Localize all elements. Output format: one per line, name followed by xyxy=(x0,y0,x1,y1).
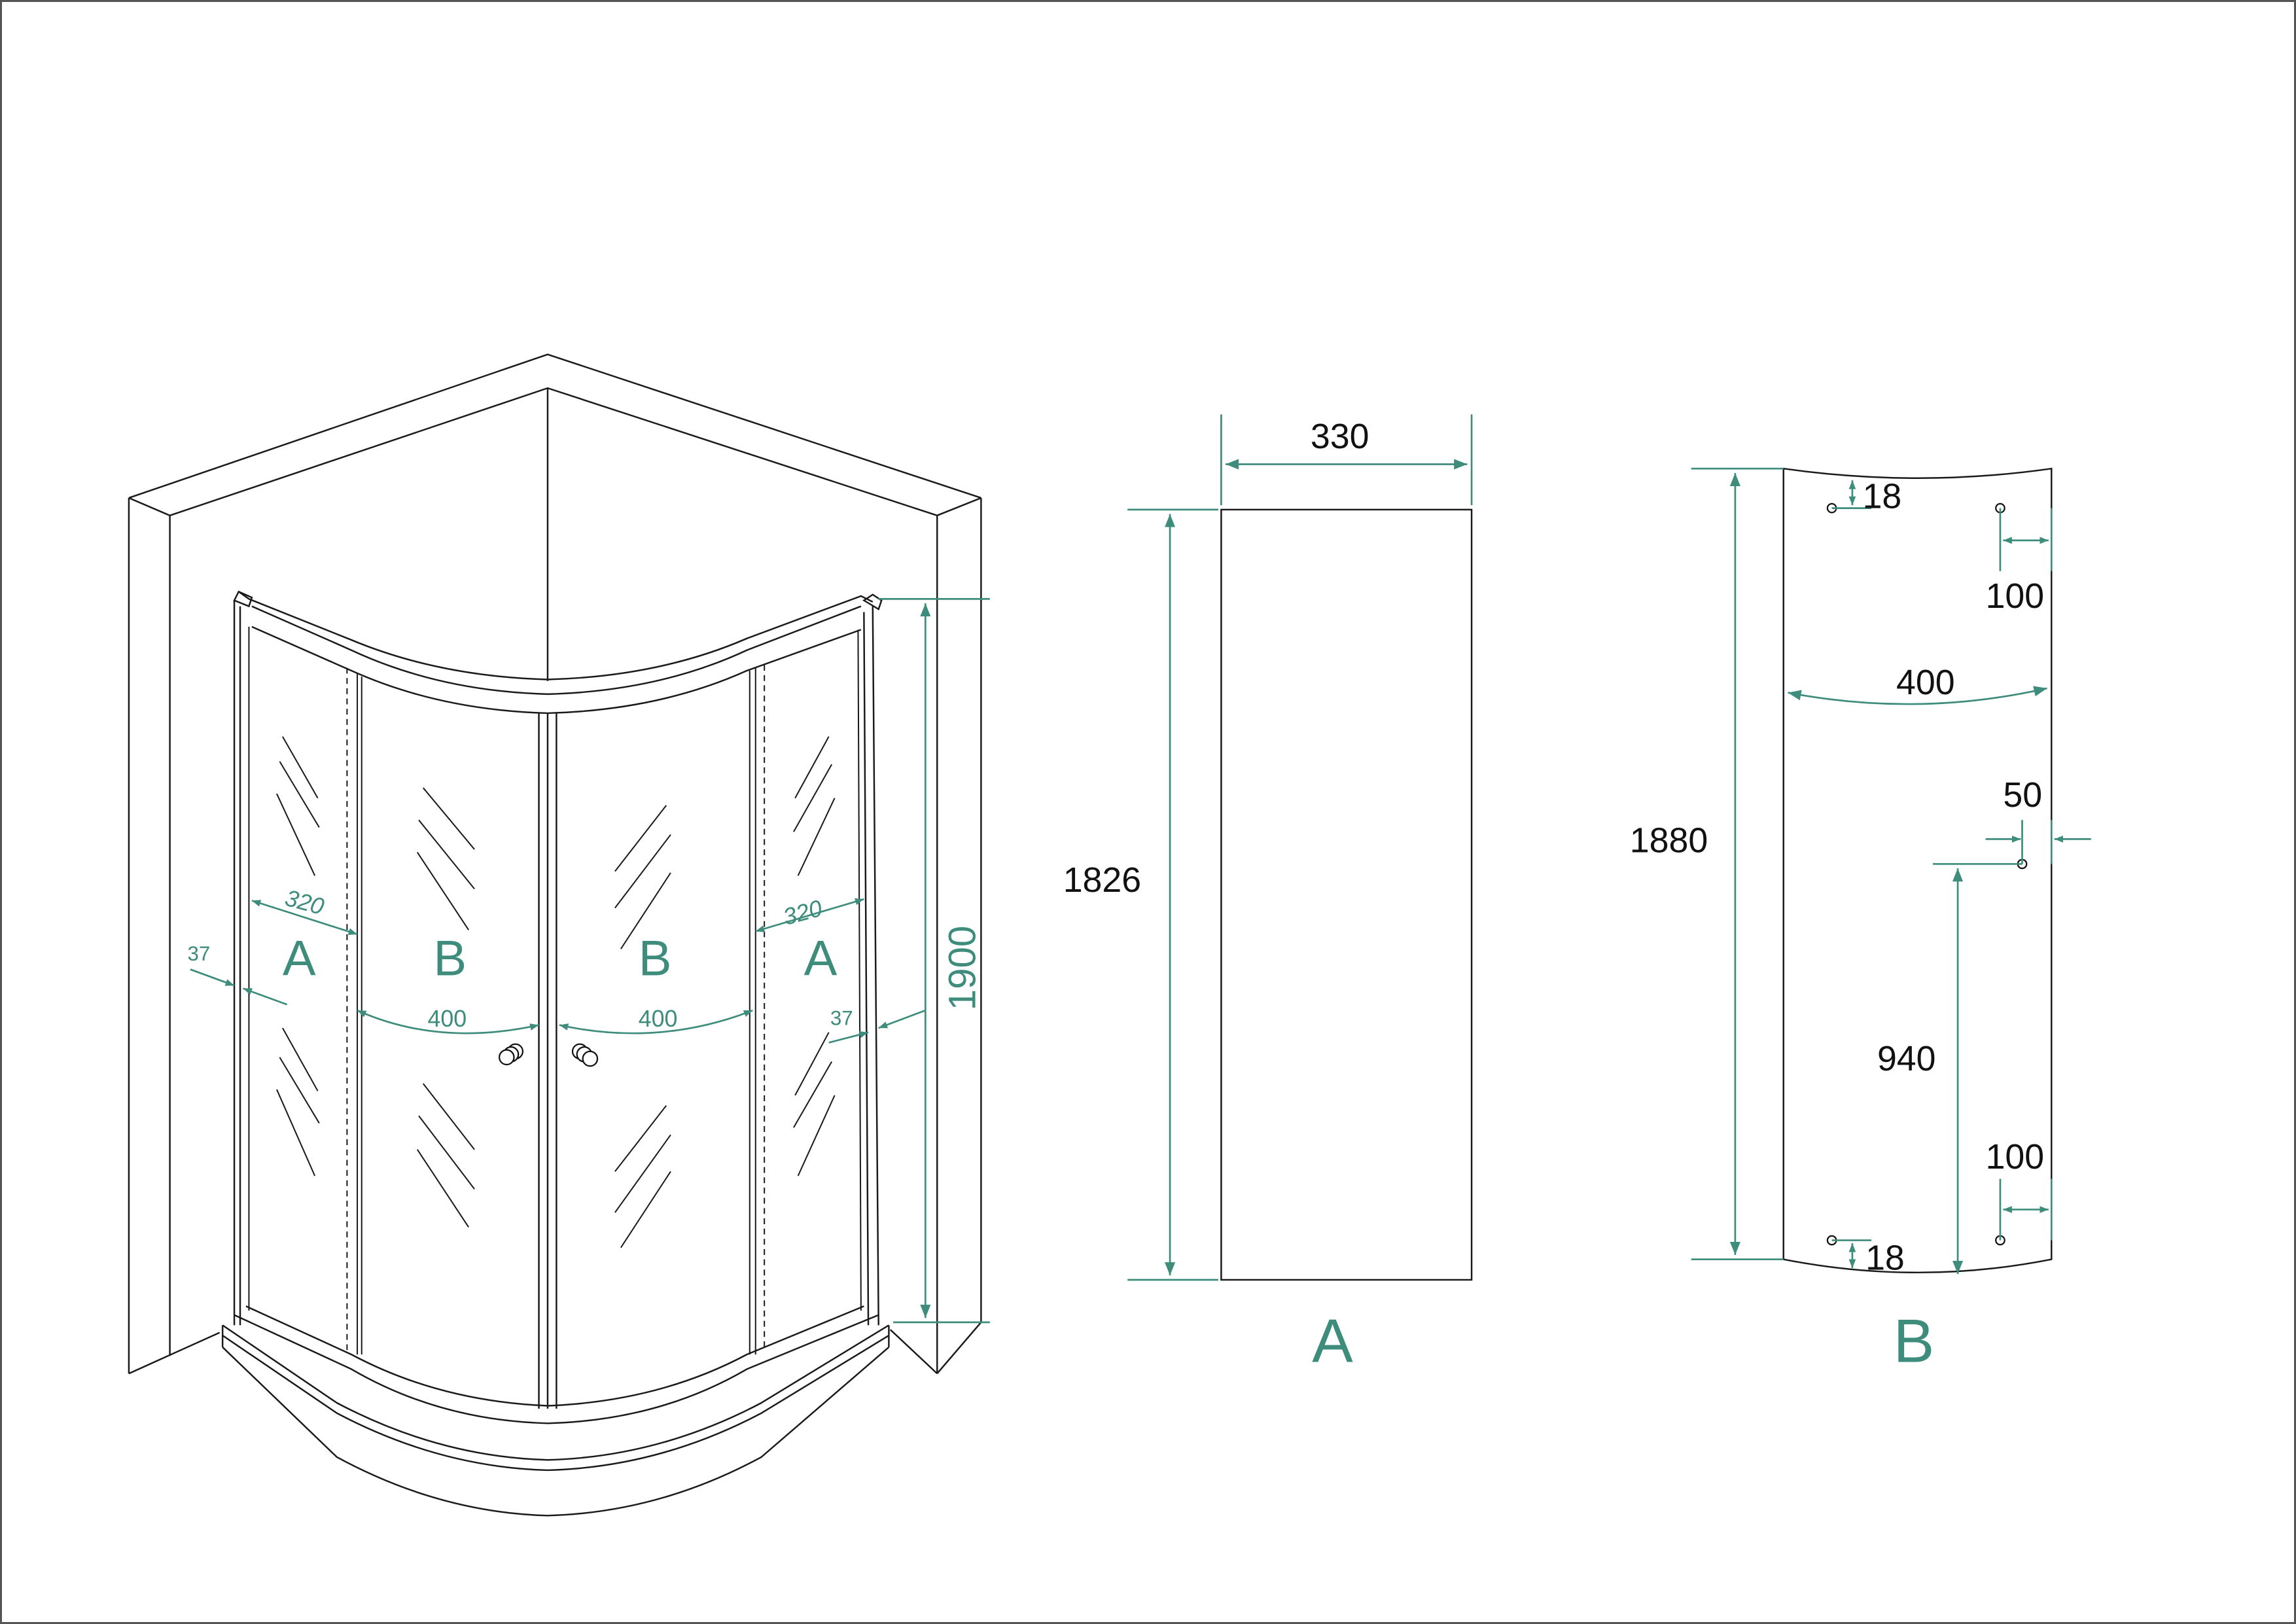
panel-label-a-right: A xyxy=(804,931,838,987)
dim-1826-height: 1826 xyxy=(1063,508,1218,1281)
svg-text:100: 100 xyxy=(1986,1137,2045,1176)
side-profiles xyxy=(233,600,879,1326)
dim-940-handle-height: 940 xyxy=(1877,863,2022,1275)
svg-text:18: 18 xyxy=(1865,1238,1905,1277)
dim-50-handle: 50 xyxy=(1985,775,2091,864)
isometric-view: 320 320 400 400 37 37 xyxy=(128,353,990,1517)
dim-320-left: 320 xyxy=(251,885,358,936)
svg-text:100: 100 xyxy=(1986,576,2045,616)
panel-a-label: A xyxy=(1312,1306,1353,1375)
panel-a-view: 330 1826 A xyxy=(1063,414,1473,1375)
shower-tray xyxy=(221,1305,890,1517)
panel-label-a-left: A xyxy=(283,931,316,987)
dim-1880-height: 1880 xyxy=(1630,467,1784,1261)
svg-text:1900: 1900 xyxy=(941,926,983,1010)
svg-text:400: 400 xyxy=(1896,663,1955,702)
svg-text:37: 37 xyxy=(187,942,210,965)
svg-text:320: 320 xyxy=(781,895,825,930)
dim-400-arc: 400 xyxy=(1788,663,2047,705)
svg-text:940: 940 xyxy=(1877,1039,1936,1078)
svg-text:37: 37 xyxy=(830,1007,853,1030)
svg-text:400: 400 xyxy=(427,1006,467,1032)
dim-37-right: 37 xyxy=(828,1007,926,1044)
glass-reflection-lines xyxy=(276,736,836,1248)
dim-100-top: 100 xyxy=(1986,508,2053,616)
svg-text:320: 320 xyxy=(282,885,327,920)
dim-330-width: 330 xyxy=(1220,414,1473,506)
svg-text:1880: 1880 xyxy=(1630,821,1708,860)
panel-label-b-left: B xyxy=(433,931,467,987)
svg-text:50: 50 xyxy=(2003,775,2042,815)
dim-37-left: 37 xyxy=(187,942,288,1006)
door-handle-icon xyxy=(571,1043,599,1067)
dim-100-bottom: 100 xyxy=(1986,1137,2053,1241)
dim-320-right: 320 xyxy=(755,895,864,932)
dim-400-left: 400 xyxy=(357,1006,539,1034)
svg-text:18: 18 xyxy=(1863,477,1902,516)
panel-b-view: 1880 400 18 100 50 940 xyxy=(1630,467,2091,1375)
door-handle-icon xyxy=(498,1043,524,1066)
dim-1900-height: 1900 xyxy=(878,598,990,1324)
svg-text:1826: 1826 xyxy=(1063,860,1141,900)
dim-18-top: 18 xyxy=(1831,477,1902,516)
svg-text:330: 330 xyxy=(1311,417,1369,456)
panel-label-b-right: B xyxy=(639,931,672,987)
panel-b-label: B xyxy=(1894,1306,1935,1375)
wall-outline xyxy=(128,353,982,1375)
dim-18-bottom: 18 xyxy=(1831,1238,1905,1277)
panel-edges xyxy=(346,665,766,1409)
dim-400-right: 400 xyxy=(559,1006,753,1034)
svg-text:400: 400 xyxy=(639,1006,678,1032)
top-rail xyxy=(233,590,883,715)
